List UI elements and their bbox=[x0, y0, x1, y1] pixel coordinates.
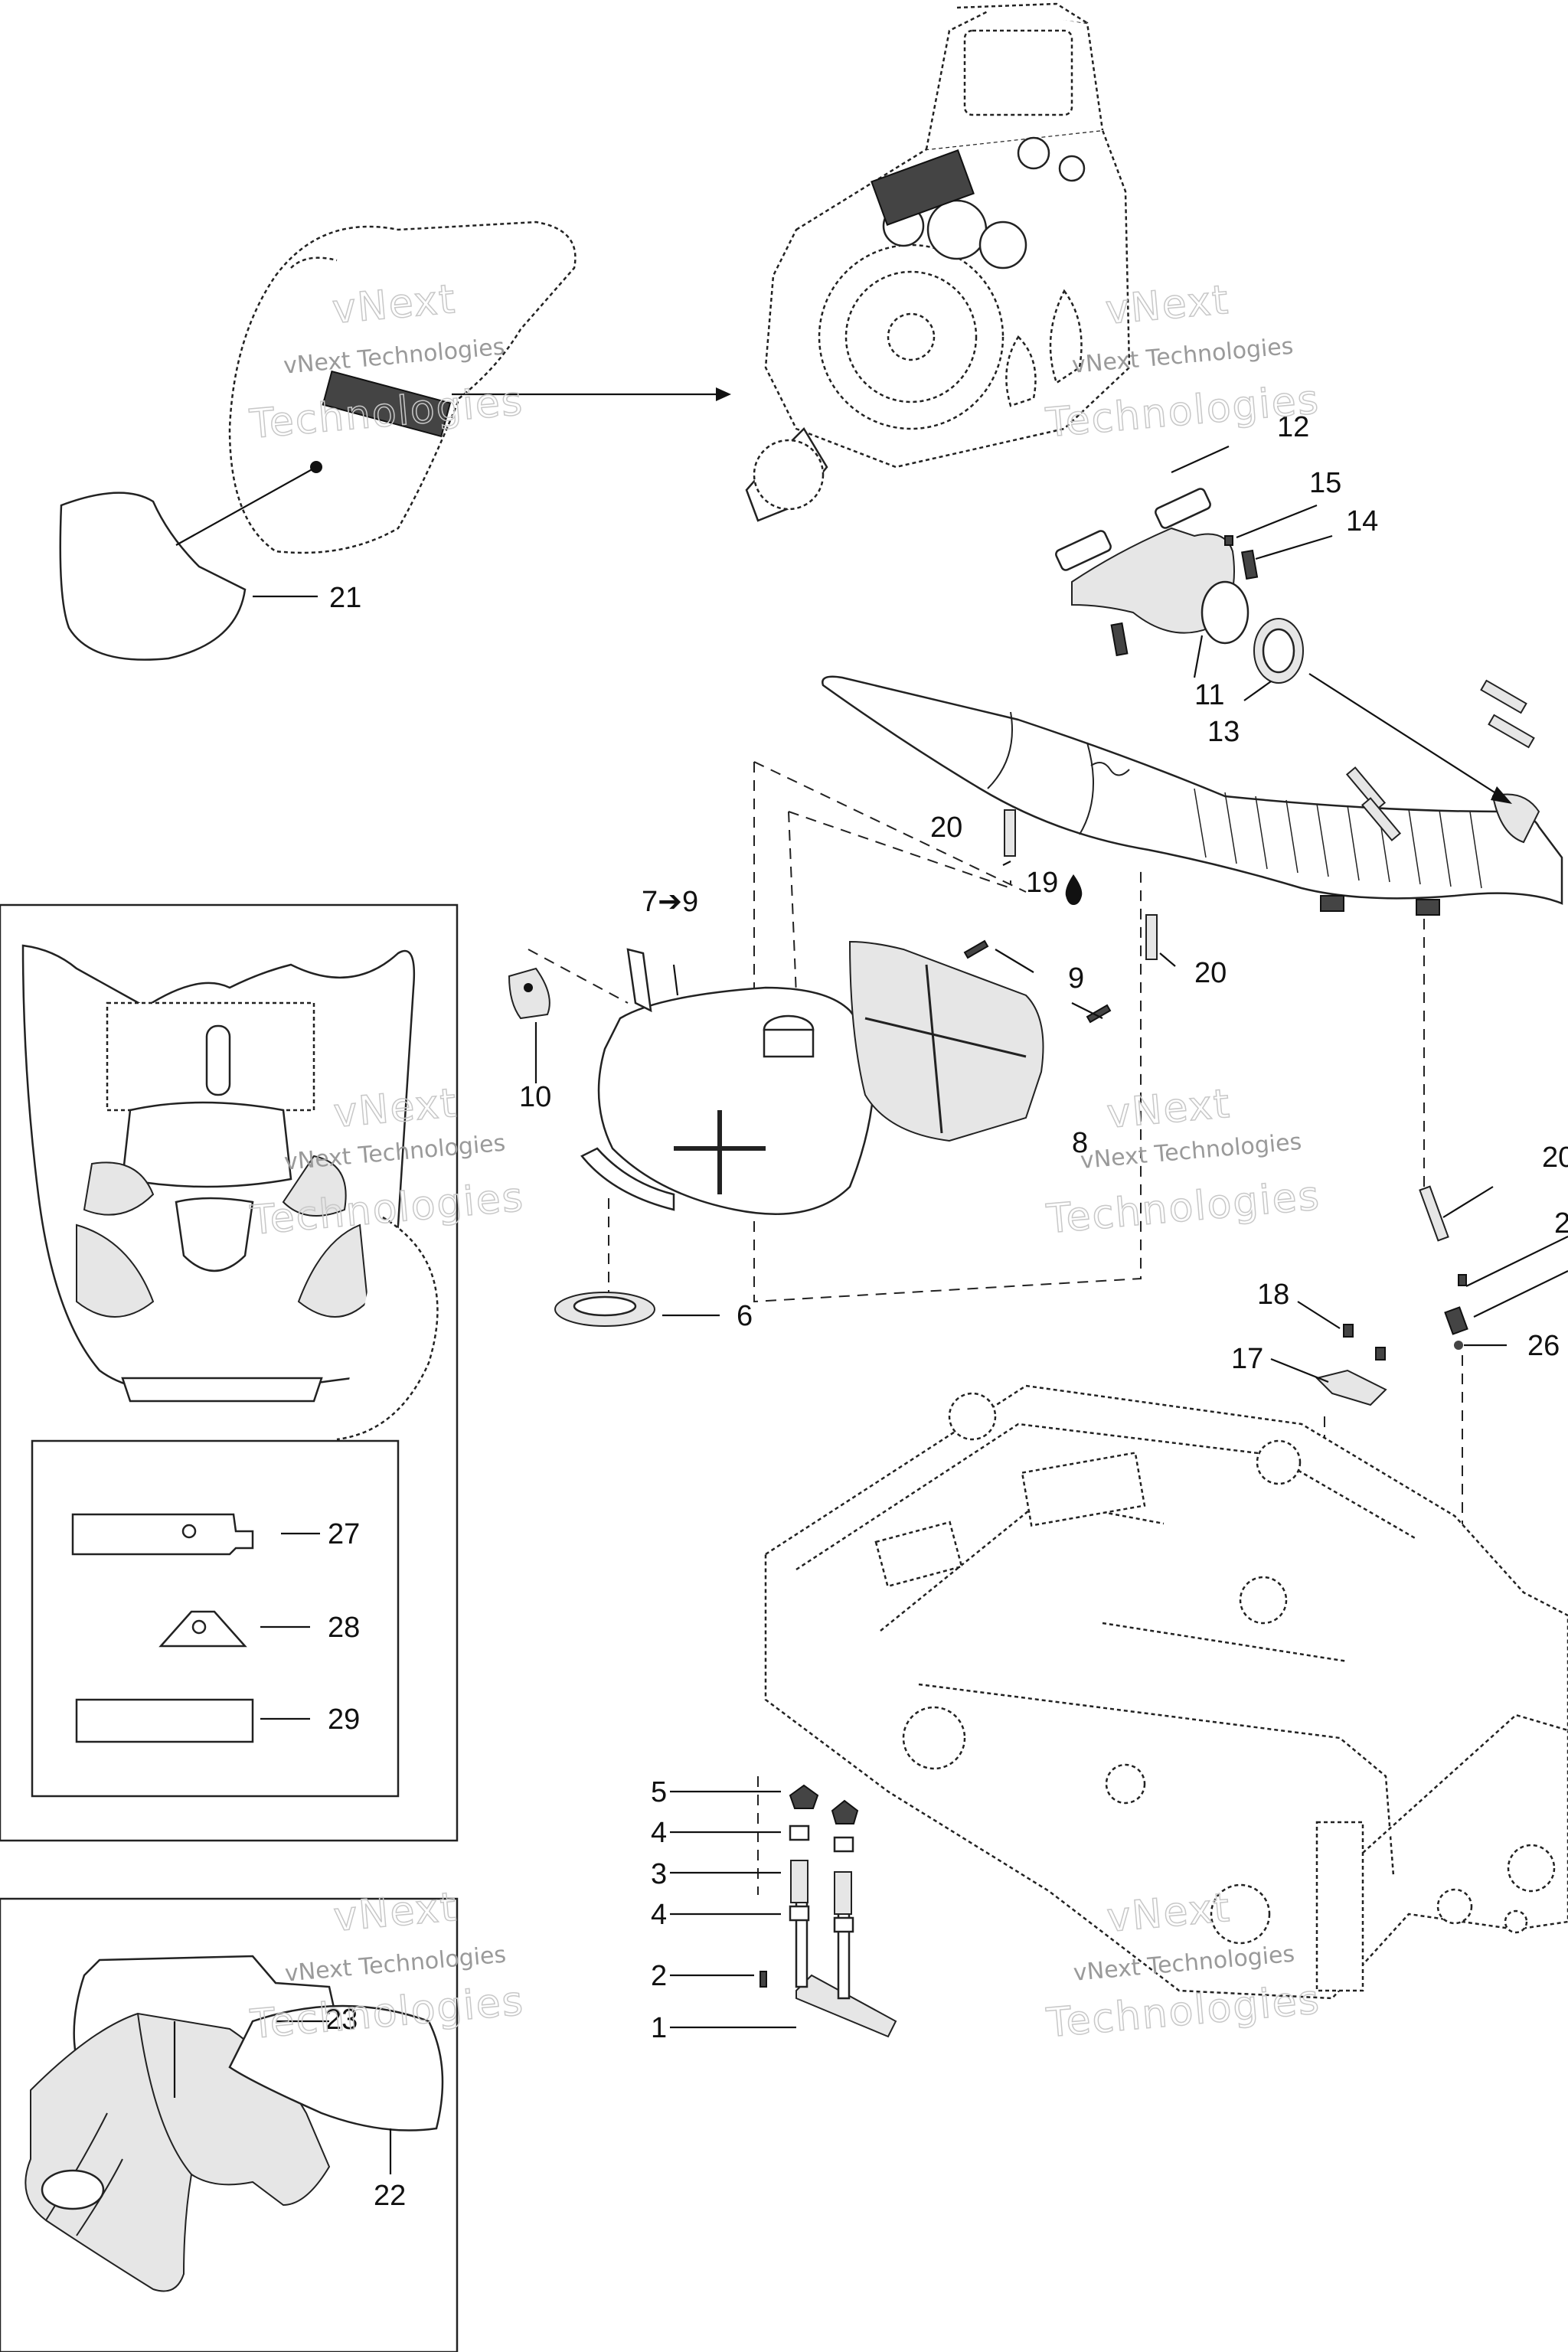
callout-11: 11 bbox=[1194, 679, 1224, 711]
svg-text:vNext: vNext bbox=[332, 1080, 459, 1137]
pin-9a bbox=[963, 939, 989, 959]
callout-3: 3 bbox=[651, 1858, 667, 1890]
callout-8: 8 bbox=[1072, 1127, 1088, 1159]
nut-26 bbox=[1454, 1341, 1463, 1350]
callout-2: 2 bbox=[651, 1960, 667, 1992]
windshield-22 bbox=[228, 2004, 444, 2132]
callout-25: 2 bbox=[1554, 1207, 1568, 1240]
label-29 bbox=[75, 1698, 254, 1743]
springs bbox=[1004, 679, 1535, 1242]
engine-mount bbox=[760, 1784, 897, 2038]
hood-inset-frame bbox=[0, 903, 459, 1842]
oil-drop-icon bbox=[1065, 874, 1083, 905]
label-inset-frame bbox=[31, 1439, 400, 1798]
callout-18: 18 bbox=[1257, 1279, 1289, 1311]
callout-27: 27 bbox=[328, 1518, 360, 1550]
callout-6: 6 bbox=[737, 1300, 753, 1332]
callout-23: 23 bbox=[325, 2004, 358, 2036]
clip-25 bbox=[1444, 1306, 1468, 1335]
screw-18a bbox=[1343, 1324, 1354, 1338]
svg-text:Technologies: Technologies bbox=[1044, 1173, 1322, 1243]
svg-text:vNext: vNext bbox=[1105, 1081, 1233, 1138]
svg-text:vNext: vNext bbox=[331, 276, 459, 333]
callout-28: 28 bbox=[328, 1612, 360, 1644]
chassis bbox=[764, 1384, 1568, 2000]
svg-text:vNext: vNext bbox=[1105, 1885, 1233, 1942]
callout-29: 29 bbox=[328, 1704, 360, 1736]
callout-4a: 4 bbox=[651, 1817, 667, 1849]
exhaust-manifold bbox=[1055, 488, 1304, 684]
callout-17: 17 bbox=[1231, 1343, 1263, 1375]
callout-14: 14 bbox=[1346, 505, 1378, 537]
screw-18b bbox=[1375, 1347, 1386, 1361]
callout-20c: 20 bbox=[1542, 1142, 1568, 1174]
callout-5: 5 bbox=[651, 1776, 667, 1808]
svg-text:vNext Technologies: vNext Technologies bbox=[284, 1942, 508, 1988]
heat-shield bbox=[848, 940, 1044, 1142]
bracket-17 bbox=[1315, 1369, 1387, 1406]
callout-15: 15 bbox=[1309, 467, 1341, 499]
callout-4b: 4 bbox=[651, 1899, 667, 1931]
svg-text:vNext: vNext bbox=[332, 1884, 459, 1941]
callout-20b: 20 bbox=[1194, 957, 1227, 989]
air-silencer-cover bbox=[228, 220, 577, 554]
hood bbox=[21, 944, 439, 1441]
callout-12: 12 bbox=[1277, 411, 1309, 443]
belly-pan-inset-frame bbox=[0, 1897, 459, 2352]
pin-9b bbox=[1086, 1004, 1112, 1024]
engine bbox=[745, 2, 1131, 522]
watermark-5: vNext Technologies vNext Technologies bbox=[247, 1883, 526, 2048]
muffler bbox=[580, 948, 876, 1215]
callout-22: 22 bbox=[374, 2180, 406, 2212]
callout-7-9: 7➔9 bbox=[642, 886, 698, 918]
callout-21: 21 bbox=[329, 582, 361, 614]
decal-21 bbox=[59, 492, 247, 661]
svg-text:vNext: vNext bbox=[1104, 277, 1232, 334]
belly-pan bbox=[24, 2012, 331, 2292]
callout-19: 19 bbox=[1026, 867, 1058, 899]
callout-9: 9 bbox=[1068, 962, 1084, 995]
callout-13: 13 bbox=[1207, 716, 1240, 748]
callout-1: 1 bbox=[651, 2012, 667, 2044]
callout-10: 10 bbox=[519, 1081, 551, 1113]
label-27 bbox=[71, 1513, 254, 1556]
grommet-6 bbox=[554, 1292, 655, 1327]
rubber-mount-10 bbox=[508, 967, 550, 1020]
tuned-pipe bbox=[822, 675, 1563, 916]
callout-26: 26 bbox=[1527, 1330, 1560, 1362]
callout-20a: 20 bbox=[930, 812, 962, 844]
